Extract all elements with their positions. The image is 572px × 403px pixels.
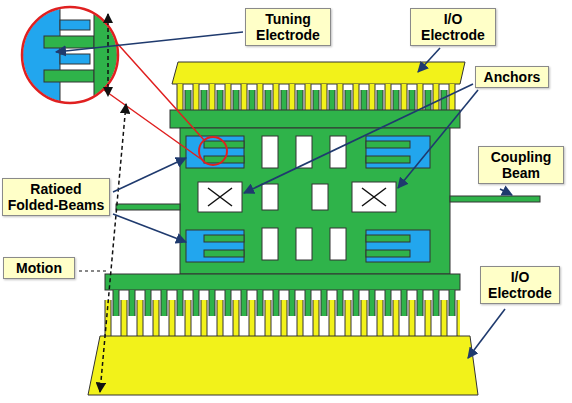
release-hole <box>296 228 312 260</box>
zoom-circle <box>22 7 118 103</box>
leader-lines <box>56 32 512 358</box>
callout-box: Coupling Beam <box>478 146 564 184</box>
callout-label: Anchors <box>480 69 544 85</box>
tuning-electrode <box>186 136 244 168</box>
callout-label: I/O Electrode <box>415 11 491 43</box>
callout-label: Motion <box>8 260 70 276</box>
callout-box: I/O Electrode <box>410 8 496 46</box>
leader-line <box>79 270 106 271</box>
leader-line <box>113 214 186 242</box>
folded-beam <box>204 250 244 257</box>
shuttle-bar <box>170 110 460 128</box>
resonator-body <box>180 128 450 274</box>
zoom-detail <box>18 0 124 110</box>
electrode-finger <box>60 20 90 30</box>
tuning-electrode <box>366 230 430 262</box>
io-electrode-top <box>172 62 465 84</box>
leader-line <box>56 32 243 52</box>
motion-arrow <box>107 14 109 96</box>
anchor <box>198 182 242 212</box>
callout-box: Ratioed Folded-Beams <box>2 178 110 216</box>
release-hole <box>330 228 346 260</box>
folded-beam <box>366 141 410 148</box>
callout-box: Motion <box>3 257 75 279</box>
folded-beam <box>366 235 410 242</box>
leader-line <box>500 189 512 195</box>
folded-beam <box>366 250 410 257</box>
release-hole <box>296 136 312 168</box>
callout-label: Coupling Beam <box>483 149 559 181</box>
leader-line <box>113 158 186 192</box>
coupling-beam <box>116 204 180 210</box>
callout-box: I/O Electrode <box>480 266 560 304</box>
io-electrode-bottom <box>88 336 478 395</box>
callout-label: Tuning Electrode <box>250 11 326 43</box>
coupling-beam <box>450 196 540 202</box>
anchor <box>352 182 396 212</box>
electrode-fingers <box>176 84 458 110</box>
tuning-electrode <box>186 230 244 262</box>
leader-line <box>468 309 505 358</box>
anchor-mark <box>208 188 232 206</box>
callout-box: Anchors <box>475 66 549 88</box>
callout-label: Ratioed Folded-Beams <box>7 181 105 213</box>
release-hole <box>312 184 328 210</box>
leader-line <box>398 90 478 188</box>
zoom-marker <box>199 137 227 165</box>
release-hole <box>330 136 346 168</box>
electrode-finger <box>60 54 90 64</box>
shuttle-bar <box>105 274 460 290</box>
folded-beam <box>366 156 410 163</box>
tuning-electrode <box>366 136 430 168</box>
motion-arrow <box>100 104 126 392</box>
callout-label: I/O Electrode <box>485 269 555 301</box>
release-hole <box>262 228 278 260</box>
anchor-mark <box>362 188 386 206</box>
folded-beam <box>204 235 244 242</box>
leader-line <box>418 48 440 72</box>
shuttle-fingers <box>180 90 456 111</box>
release-hole <box>262 184 278 210</box>
beam-finger <box>44 36 94 48</box>
callout-box: Tuning Electrode <box>245 8 331 46</box>
electrode-fingers <box>104 300 460 337</box>
beam-finger <box>44 70 94 82</box>
release-hole <box>262 136 278 168</box>
